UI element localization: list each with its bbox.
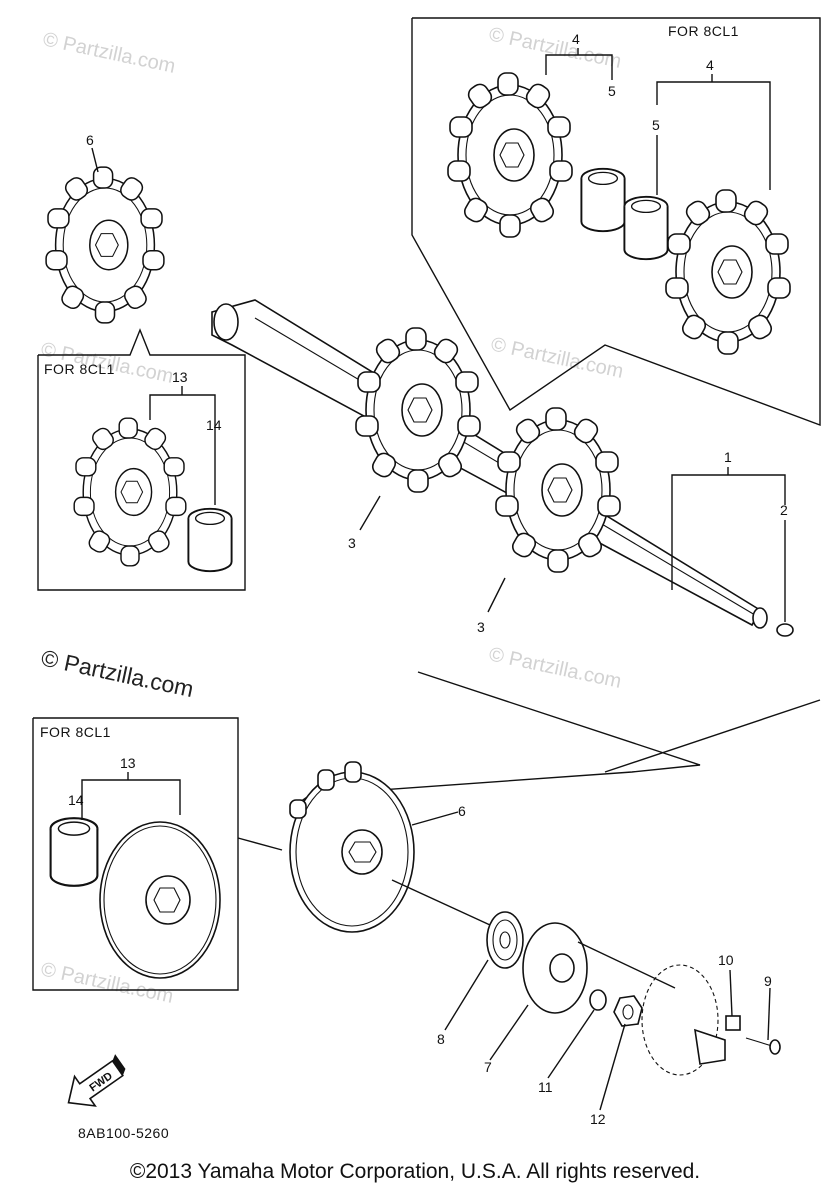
callout-6a: 6 <box>86 132 94 148</box>
callout-4b: 4 <box>706 57 714 73</box>
drive-shaft-icon <box>211 299 794 637</box>
sprocket-icon <box>355 327 481 493</box>
sprocket-icon <box>447 72 573 238</box>
copyright-notice: ©2013 Yamaha Motor Corporation, U.S.A. A… <box>129 1160 701 1183</box>
box-left-middle: FOR 8CL1 <box>37 328 246 591</box>
callout-labels: 1 2 3 3 4 4 5 5 6 6 7 8 9 10 11 12 13 13… <box>68 31 788 1127</box>
flange-icon <box>522 922 588 1014</box>
callout-14a: 14 <box>206 417 222 433</box>
callout-11: 11 <box>538 1079 553 1095</box>
watermark-3: © Partzilla.com <box>489 333 625 383</box>
callout-3a: 3 <box>348 535 356 551</box>
watermark-prominent: © Partzilla.com <box>39 644 196 702</box>
callout-13b: 13 <box>120 755 136 771</box>
callout-13a: 13 <box>172 369 188 385</box>
collar-icon <box>49 817 99 887</box>
lock-washer-icon <box>725 1015 741 1031</box>
callout-14b: 14 <box>68 792 84 808</box>
callout-6b: 6 <box>458 803 466 819</box>
watermark-2: © Partzilla.com <box>487 23 623 73</box>
fwd-arrow-icon: FWD <box>67 1054 126 1107</box>
callout-3b: 3 <box>477 619 485 635</box>
callout-9: 9 <box>764 973 772 989</box>
callout-4a: 4 <box>572 31 580 47</box>
box-top-right-title: FOR 8CL1 <box>668 23 739 39</box>
sprocket-icon <box>495 407 621 573</box>
watermark-5: © Partzilla.com <box>487 643 623 693</box>
bearing-icon <box>486 911 524 969</box>
box-left-bottom-title: FOR 8CL1 <box>40 724 111 740</box>
callout-8: 8 <box>437 1031 445 1047</box>
bolt-icon <box>745 1037 781 1055</box>
diagram-code: 8AB100-5260 <box>78 1125 169 1141</box>
watermark-1: © Partzilla.com <box>41 28 177 78</box>
callout-12: 12 <box>590 1111 606 1127</box>
box-top-right: FOR 8CL1 <box>411 17 821 427</box>
box-left-bottom: FOR 8CL1 <box>32 717 283 991</box>
collar-icon <box>580 167 626 233</box>
callout-5a: 5 <box>608 83 616 99</box>
sprocket-icon <box>665 189 791 355</box>
collar-icon <box>187 507 233 573</box>
callout-1: 1 <box>724 449 732 465</box>
nut-icon <box>613 995 643 1027</box>
box-left-middle-title: FOR 8CL1 <box>44 361 115 377</box>
callout-2: 2 <box>780 502 788 518</box>
sprocket-icon <box>73 417 187 567</box>
callout-10: 10 <box>718 952 734 968</box>
collar-icon <box>623 195 669 261</box>
sprocket-icon <box>45 166 165 324</box>
drive-wheel-icon <box>289 761 415 933</box>
hub-icon <box>641 964 726 1076</box>
callout-5b: 5 <box>652 117 660 133</box>
washer-icon <box>589 989 607 1011</box>
callout-7: 7 <box>484 1059 492 1075</box>
